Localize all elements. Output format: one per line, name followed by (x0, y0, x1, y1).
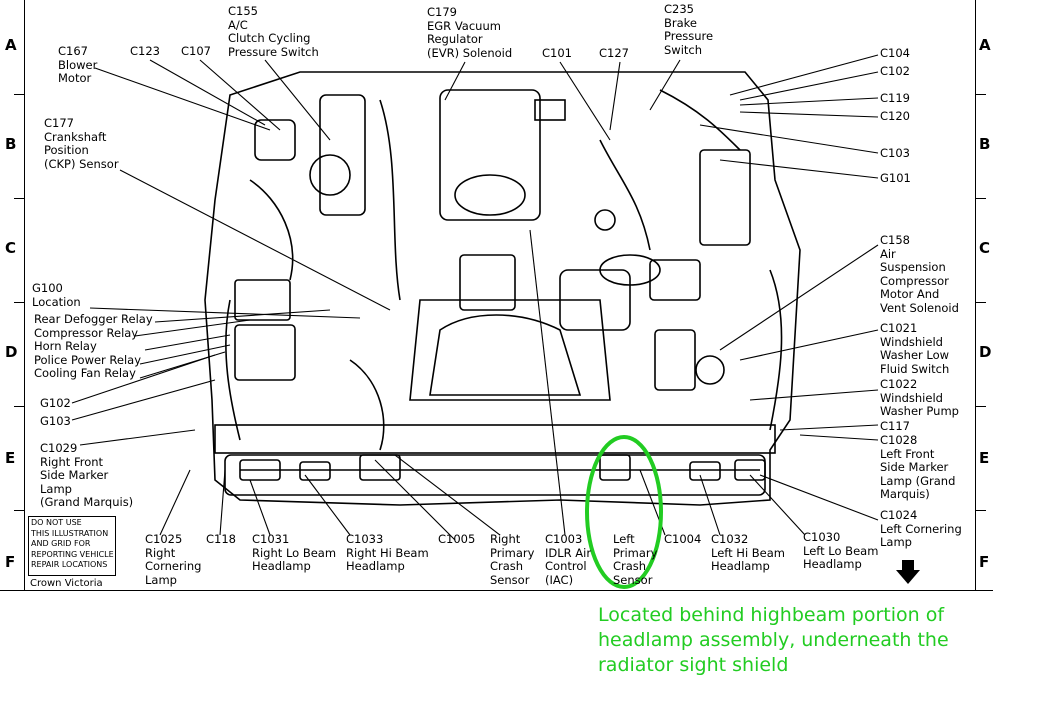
callout-c102: C102 (880, 64, 910, 78)
grid-letter-b-left: B (5, 135, 17, 153)
callout-c167: C167 Blower Motor (58, 44, 98, 86)
callout-c103: C103 (880, 146, 910, 160)
grid-tick (976, 94, 986, 95)
grid-letter-e-left: E (5, 449, 16, 467)
model-label: Crown Victoria (30, 578, 103, 589)
grid-tick (14, 406, 24, 407)
disclaimer-box: DO NOT USE THIS ILLUSTRATION AND GRID FO… (28, 516, 116, 576)
callout-c1003: C1003 IDLR Air Control (IAC) (545, 532, 592, 587)
grid-letter-f-left: F (5, 553, 16, 571)
callout-c101: C101 (542, 46, 572, 60)
callout-c117: C117 (880, 419, 910, 433)
grid-letter-d-right: D (979, 343, 992, 361)
callout-c107: C107 (181, 44, 211, 58)
callout-c120: C120 (880, 109, 910, 123)
grid-tick (976, 302, 986, 303)
grid-tick (14, 198, 24, 199)
callout-c123: C123 (130, 44, 160, 58)
callout-c1024: C1024 Left Cornering Lamp (880, 508, 962, 550)
callout-c118: C118 (206, 532, 236, 546)
callout-c127: C127 (599, 46, 629, 60)
grid-letter-a-right: A (979, 36, 991, 54)
callout-c1021: C1021 Windshield Washer Low Fluid Switch (880, 321, 950, 376)
right-frame-line (975, 0, 976, 590)
grid-letter-c-right: C (979, 239, 991, 257)
callout-c1029: C1029 Right Front Side Marker Lamp (Gran… (40, 441, 134, 510)
callout-c104: C104 (880, 46, 910, 60)
callout-g100: G100 Location (32, 281, 81, 309)
callout-c119: C119 (880, 91, 910, 105)
grid-tick (14, 94, 24, 95)
grid-letter-f-right: F (979, 553, 990, 571)
callout-c1032: C1032 Left Hi Beam Headlamp (711, 532, 786, 574)
callout-c1005: C1005 (438, 532, 476, 546)
grid-tick (976, 198, 986, 199)
callout-left-crash-sensor: Left Primary Crash Sensor (613, 532, 658, 587)
left-frame-line (24, 0, 25, 590)
grid-letter-c-left: C (5, 239, 17, 257)
callout-c177: C177 Crankshaft Position (CKP) Sensor (44, 116, 119, 171)
callout-g101: G101 (880, 171, 911, 185)
callout-c235: C235 Brake Pressure Switch (664, 2, 714, 57)
callout-relays: Rear Defogger Relay Compressor Relay Hor… (34, 312, 153, 381)
callout-c1004: C1004 (664, 532, 702, 546)
callout-c1022: C1022 Windshield Washer Pump (880, 377, 959, 419)
grid-tick (14, 302, 24, 303)
grid-letter-e-right: E (979, 449, 990, 467)
callout-right-crash-sensor: Right Primary Crash Sensor (490, 532, 535, 587)
callout-c1028: C1028 Left Front Side Marker Lamp (Grand… (880, 433, 956, 502)
location-annotation: Located behind highbeam portion of headl… (598, 604, 949, 676)
callout-c158: C158 Air Suspension Compressor Motor And… (880, 233, 959, 315)
grid-tick (976, 510, 986, 511)
grid-tick (14, 510, 24, 511)
down-arrow-icon (896, 560, 920, 584)
callout-c1030: C1030 Left Lo Beam Headlamp (803, 530, 879, 572)
callout-c155: C155 A/C Clutch Cycling Pressure Switch (228, 4, 319, 59)
highlight-ellipse (585, 435, 663, 589)
callout-c1025: C1025 Right Cornering Lamp (145, 532, 202, 587)
grid-letter-b-right: B (979, 135, 991, 153)
bottom-frame-line (0, 590, 993, 591)
grid-letter-a-left: A (5, 36, 17, 54)
callout-g103: G103 (40, 414, 71, 428)
callout-c179: C179 EGR Vacuum Regulator (EVR) Solenoid (427, 5, 513, 60)
callout-c1033: C1033 Right Hi Beam Headlamp (346, 532, 429, 574)
grid-tick (976, 406, 986, 407)
callout-g102: G102 (40, 396, 71, 410)
grid-letter-d-left: D (5, 343, 18, 361)
callout-c1031: C1031 Right Lo Beam Headlamp (252, 532, 337, 574)
